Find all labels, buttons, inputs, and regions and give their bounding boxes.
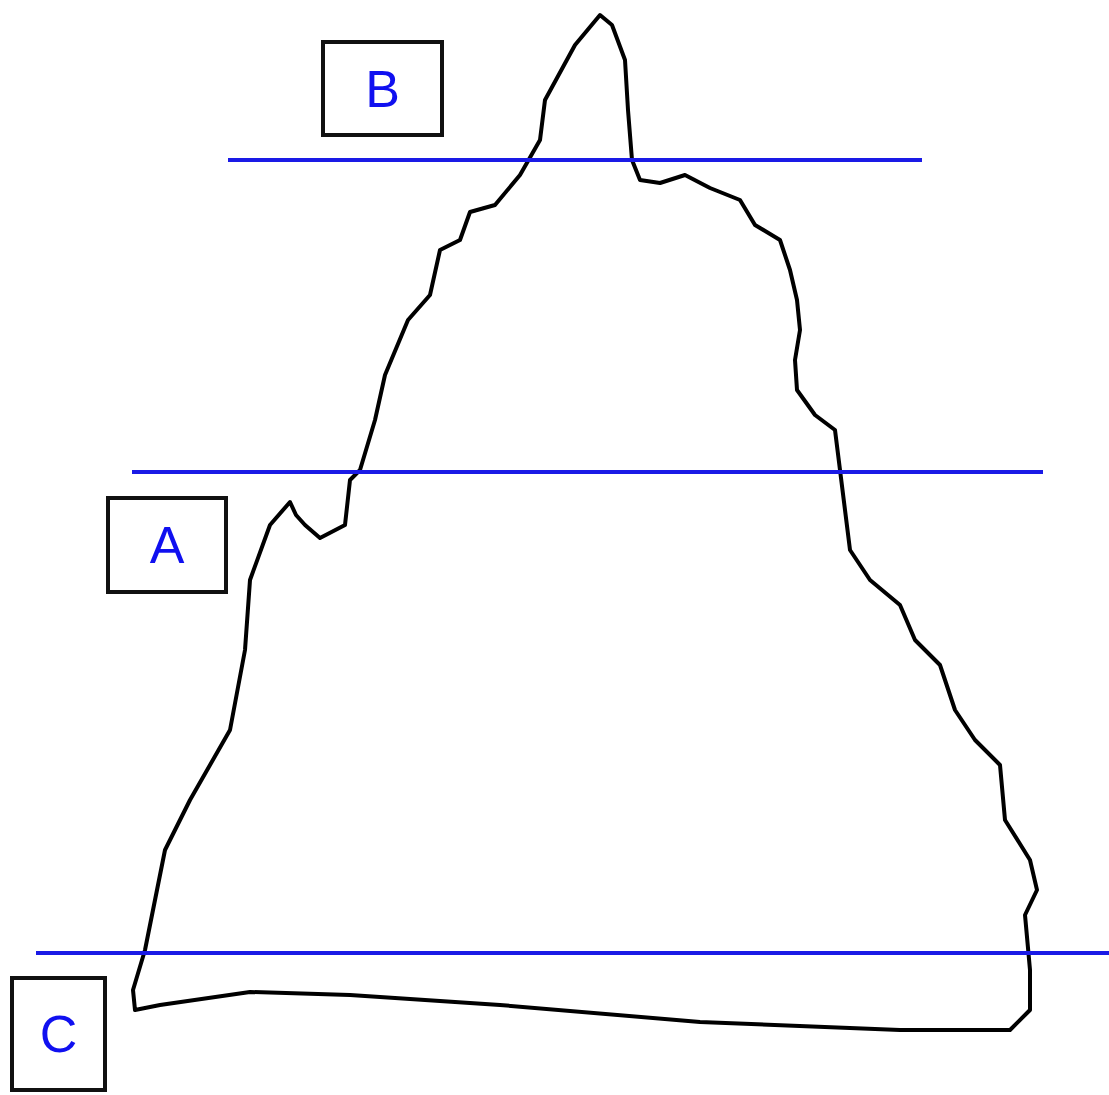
label-box: A [106,496,228,594]
label-box: B [321,40,444,137]
level-letter: A [150,519,185,571]
level-letter: C [40,1008,78,1060]
level-line [36,951,1109,955]
level-letter: B [365,63,400,115]
iceberg-outline [133,15,1037,1030]
level-line [132,470,1043,474]
label-box: C [10,976,107,1092]
level-line [228,158,922,162]
